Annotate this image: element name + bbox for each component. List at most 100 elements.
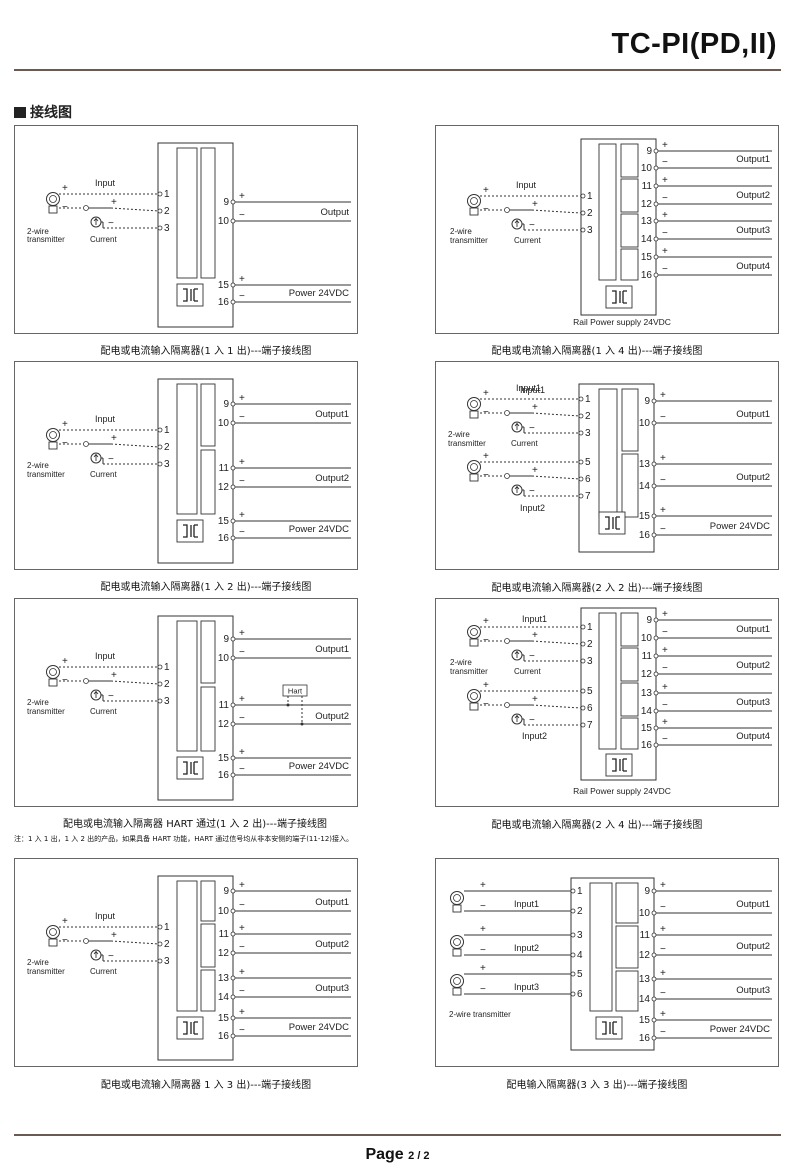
transmitter-gauge xyxy=(453,938,461,946)
plus-sign: + xyxy=(239,274,245,285)
terminal-number: 15 xyxy=(218,280,230,291)
current-arrow xyxy=(514,485,520,493)
input-label: Input1 xyxy=(514,899,539,909)
terminal-number: 11 xyxy=(219,700,230,711)
terminal-number: 1 xyxy=(164,425,170,436)
brand-logo-mark xyxy=(605,516,620,530)
transmitter-label: 2-wire transmitter xyxy=(449,1010,511,1019)
input-label: Input1 xyxy=(516,383,541,393)
diagram-caption: 配电或电流输入隔离器(2 入 4 出)---端子接线图 xyxy=(491,820,703,831)
terminal-icon xyxy=(230,484,236,490)
plus-sign: + xyxy=(62,656,68,667)
wire xyxy=(110,443,159,448)
terminal-number: 14 xyxy=(639,481,651,492)
brand-logo-icon xyxy=(605,753,633,777)
module-slot xyxy=(200,923,216,968)
hart-label: Hart xyxy=(288,687,303,696)
terminal-number: 13 xyxy=(641,216,653,227)
terminal-icon xyxy=(653,671,659,677)
terminal-number: 16 xyxy=(639,530,651,541)
plus-sign: + xyxy=(660,453,666,464)
terminal-icon xyxy=(653,725,659,731)
terminal-number: 3 xyxy=(164,459,170,470)
brand-logo-mark xyxy=(612,758,627,772)
model-title: TC-PI(PD,II) xyxy=(611,28,777,60)
minus-sign: − xyxy=(239,412,245,423)
minus-sign: − xyxy=(62,935,68,946)
terminal-number: 13 xyxy=(639,974,651,985)
terminal-number: 1 xyxy=(164,922,170,933)
terminal-icon xyxy=(653,272,659,278)
transmitter-label: transmitter xyxy=(450,236,488,245)
diagram-caption: 配电或电流输入隔离器(2 入 2 出)---端子接线图 xyxy=(491,583,703,594)
minus-sign: − xyxy=(483,470,489,481)
module-slot xyxy=(176,620,198,752)
terminal-icon xyxy=(230,518,236,524)
input-label: Input xyxy=(95,911,116,921)
plus-sign: + xyxy=(660,968,666,979)
output-label: Power 24VDC xyxy=(289,1022,349,1033)
terminal-icon xyxy=(157,461,163,467)
module-slot xyxy=(598,143,617,281)
terminal-number: 7 xyxy=(587,720,593,731)
terminal-icon xyxy=(83,678,89,684)
terminal-icon xyxy=(580,705,586,711)
terminal-number: 13 xyxy=(641,688,653,699)
minus-sign: − xyxy=(662,700,668,711)
module-slot xyxy=(620,143,639,178)
terminal-icon xyxy=(230,975,236,981)
terminal-icon xyxy=(578,459,584,465)
terminal-number: 15 xyxy=(639,511,651,522)
minus-sign: − xyxy=(662,193,668,204)
terminal-number: 15 xyxy=(639,1015,651,1026)
minus-sign: − xyxy=(108,691,114,702)
terminal-icon xyxy=(651,1017,657,1023)
terminal-icon xyxy=(651,996,657,1002)
module-slot xyxy=(200,620,216,684)
output-label: Output2 xyxy=(736,941,770,952)
diagram-caption: 配电或电流输入隔离器(1 入 4 出)---端子接线图 xyxy=(491,346,703,357)
plus-sign: + xyxy=(483,388,489,399)
transmitter-label: transmitter xyxy=(27,707,65,716)
terminal-icon xyxy=(504,207,510,213)
terminal-icon xyxy=(651,513,657,519)
transmitter-gauge xyxy=(49,431,57,439)
terminal-number: 10 xyxy=(218,418,230,429)
transmitter-label: 2-wire xyxy=(27,958,49,967)
module-slot xyxy=(176,147,198,279)
terminal-number: 2 xyxy=(587,639,593,650)
minus-sign: − xyxy=(239,942,245,953)
terminal-icon xyxy=(230,888,236,894)
terminal-number: 6 xyxy=(585,474,591,485)
terminal-number: 10 xyxy=(639,418,651,429)
plus-sign: + xyxy=(239,923,245,934)
input-label: Input2 xyxy=(514,943,539,953)
brand-logo-mark xyxy=(183,1021,198,1035)
module-slot xyxy=(176,880,198,1012)
terminal-number: 9 xyxy=(644,396,650,407)
plus-sign: + xyxy=(239,628,245,639)
input-label: Input xyxy=(516,180,537,190)
terminal-number: 3 xyxy=(587,225,593,236)
module-slot xyxy=(620,178,639,213)
output-label: Output1 xyxy=(315,409,349,420)
terminal-icon xyxy=(230,755,236,761)
terminal-number: 16 xyxy=(218,297,230,308)
terminal-icon xyxy=(157,924,163,930)
module-slot xyxy=(620,248,639,281)
terminal-number: 10 xyxy=(639,908,651,919)
terminal-icon xyxy=(83,205,89,211)
output-label: Output2 xyxy=(315,473,349,484)
terminal-icon xyxy=(570,952,576,958)
minus-sign: − xyxy=(239,210,245,221)
minus-sign: − xyxy=(662,663,668,674)
minus-sign: − xyxy=(239,291,245,302)
terminal-number: 10 xyxy=(218,906,230,917)
module-slot xyxy=(615,925,639,969)
terminal-number: 9 xyxy=(223,197,229,208)
current-label: Current xyxy=(90,235,117,244)
output-label: Output1 xyxy=(315,644,349,655)
terminal-icon xyxy=(578,396,584,402)
